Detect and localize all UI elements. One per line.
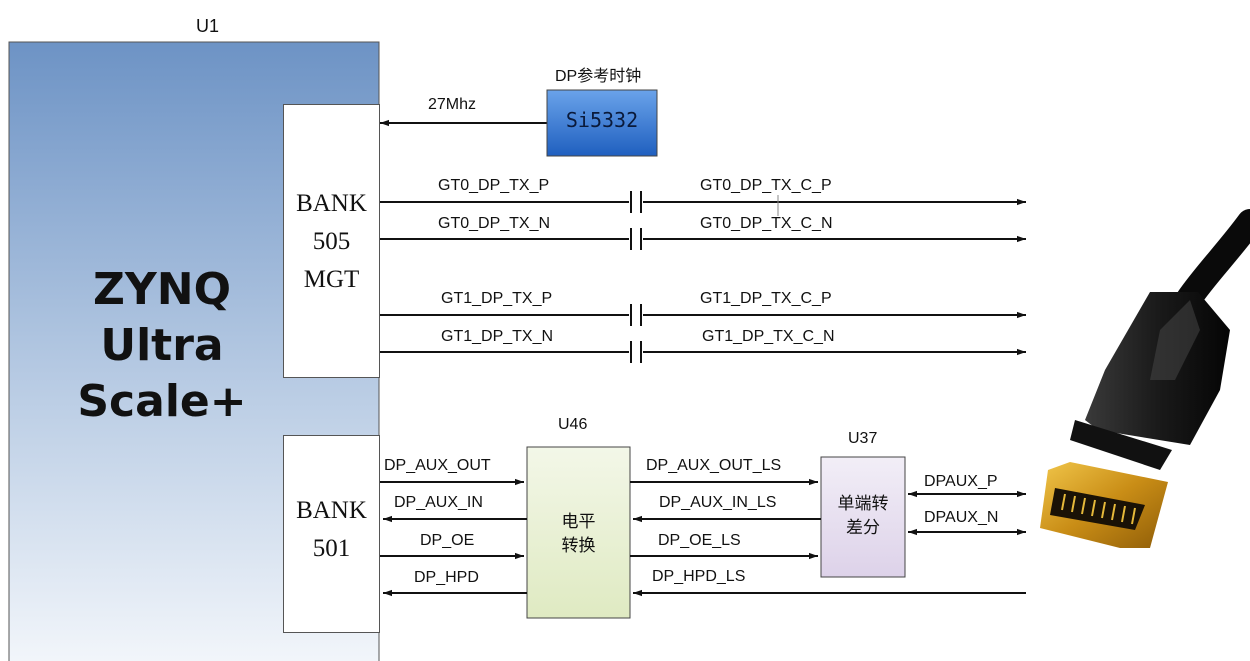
level-shifter-label-line-2: 转换	[561, 536, 596, 556]
gt0-tx-c-p-label: GT0_DP_TX_C_P	[700, 177, 832, 194]
clock-title: DP参考时钟	[555, 68, 642, 85]
chip-name-line-1: ZYNQ	[93, 264, 231, 315]
level-shifter-box	[526, 446, 631, 619]
gt0-tx-c-n-label: GT0_DP_TX_C_N	[700, 215, 833, 232]
bank-505-line-2: 505	[312, 228, 351, 255]
bank-501-line-1: BANK	[296, 497, 367, 524]
dp-aux-in-label: DP_AUX_IN	[394, 494, 483, 511]
dp-hpd-label: DP_HPD	[414, 569, 479, 586]
gt-lines-right	[643, 198, 1026, 356]
bank-501-line-2: 501	[312, 535, 351, 562]
dp-oe-label: DP_OE	[420, 532, 475, 549]
diff-converter-ref: U37	[848, 430, 878, 447]
gt1-tx-p-label: GT1_DP_TX_P	[441, 290, 553, 307]
dp-aux-out-label: DP_AUX_OUT	[384, 457, 491, 474]
level-shifter-label-line-1: 电平	[561, 512, 596, 532]
chip-name-line-2: Ultra	[100, 320, 224, 371]
gt1-tx-c-n-label: GT1_DP_TX_C_N	[702, 328, 835, 345]
diff-converter-box	[820, 456, 906, 578]
chip-name-line-3: Scale+	[77, 376, 247, 427]
chip-name: ZYNQ Ultra Scale+	[28, 262, 296, 430]
dpaux-diff-lines	[908, 490, 1026, 536]
gt1-tx-n-label: GT1_DP_TX_N	[441, 328, 554, 345]
level-shifter-ref: U46	[558, 416, 588, 433]
dpaux-p-label: DPAUX_P	[924, 473, 998, 490]
clock-part-label: Si5332	[565, 108, 639, 132]
bank-505-box: BANK 505 MGT	[283, 104, 380, 378]
chip-ref-label: U1	[196, 16, 220, 36]
dp-aux-out-ls-label: DP_AUX_OUT_LS	[646, 457, 782, 474]
diff-converter-label: 单端转 差分	[821, 492, 905, 540]
diff-converter-label-line-1: 单端转	[837, 494, 889, 514]
diff-converter-label-line-2: 差分	[846, 518, 880, 538]
clock-freq-label: 27Mhz	[428, 96, 477, 113]
bank-505-line-1: BANK	[296, 190, 367, 217]
aux-lines-right	[630, 478, 1026, 597]
clock-chip-box	[546, 89, 658, 157]
dp-hpd-ls-label: DP_HPD_LS	[652, 568, 746, 585]
aux-lines-left	[380, 478, 527, 597]
displayport-connector-icon	[1040, 209, 1250, 548]
dp-aux-in-ls-label: DP_AUX_IN_LS	[659, 494, 777, 511]
ac-coupling-capacitors	[630, 191, 642, 363]
dp-oe-ls-label: DP_OE_LS	[658, 532, 741, 549]
bank-505-line-3: MGT	[303, 266, 360, 293]
gt0-tx-p-label: GT0_DP_TX_P	[438, 177, 550, 194]
level-shifter-label: 电平 转换	[527, 510, 630, 558]
gt1-tx-c-p-label: GT1_DP_TX_C_P	[700, 290, 832, 307]
bank-501-box: BANK 501	[283, 435, 380, 633]
dpaux-n-label: DPAUX_N	[924, 509, 999, 526]
gt0-tx-n-label: GT0_DP_TX_N	[438, 215, 551, 232]
gt-lines-left	[380, 201, 629, 353]
